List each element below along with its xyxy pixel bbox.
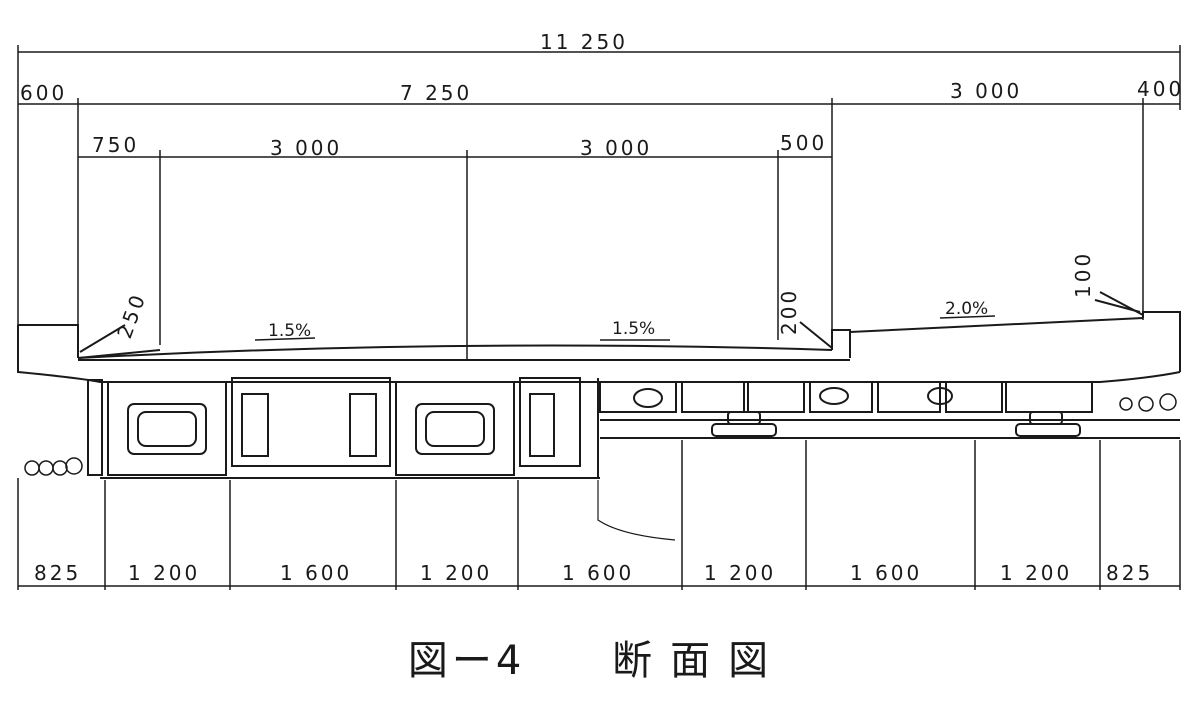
slope-right: 2.0% [945, 299, 988, 319]
dim-right-overhang: 400 [1137, 77, 1184, 101]
dimension-lines-top [17, 45, 1181, 360]
slope-center: 1.5% [612, 319, 655, 339]
figure-title: 断面図 [612, 638, 787, 684]
dim-bottom-2: 1 200 [128, 561, 200, 585]
curb-height-center: 200 [777, 288, 801, 335]
dim-bottom-1: 825 [34, 561, 81, 585]
curb-height-left: 250 [112, 289, 151, 342]
right-drain-pipes [1119, 393, 1177, 412]
dim-overall: 11 250 [540, 30, 628, 54]
dim-left-margin: 750 [92, 133, 139, 157]
left-drain-pipes [24, 457, 83, 476]
dim-left-overhang: 600 [20, 81, 67, 105]
dimension-lines-bottom [17, 440, 1181, 590]
dim-lane-2: 3 000 [580, 136, 652, 160]
dim-bottom-6: 1 200 [704, 561, 776, 585]
deck-slab [17, 291, 1181, 383]
figure-number: 図ー4 [407, 638, 526, 684]
dim-lane-1: 3 000 [270, 136, 342, 160]
pier-outline-curve [597, 480, 676, 541]
dim-bottom-8: 1 200 [1000, 561, 1072, 585]
dim-bottom-4: 1 200 [420, 561, 492, 585]
dim-bottom-9: 825 [1106, 561, 1153, 585]
dim-main-span: 7 250 [400, 81, 472, 105]
right-girder-group [599, 381, 1180, 439]
figure-caption: 図ー4 断面図 [0, 628, 1194, 686]
slope-markers [254, 315, 996, 341]
dim-bottom-7: 1 600 [850, 561, 922, 585]
curb-height-right: 100 [1071, 251, 1095, 298]
dim-right-margin: 500 [780, 131, 827, 155]
dim-bottom-5: 1 600 [562, 561, 634, 585]
slope-left: 1.5% [268, 321, 311, 341]
dim-right-span: 3 000 [950, 79, 1022, 103]
bottom-dimension-labels: 825 1 200 1 600 1 200 1 600 1 200 1 600 … [34, 561, 1153, 585]
left-girder-group [87, 377, 600, 479]
dim-bottom-3: 1 600 [280, 561, 352, 585]
